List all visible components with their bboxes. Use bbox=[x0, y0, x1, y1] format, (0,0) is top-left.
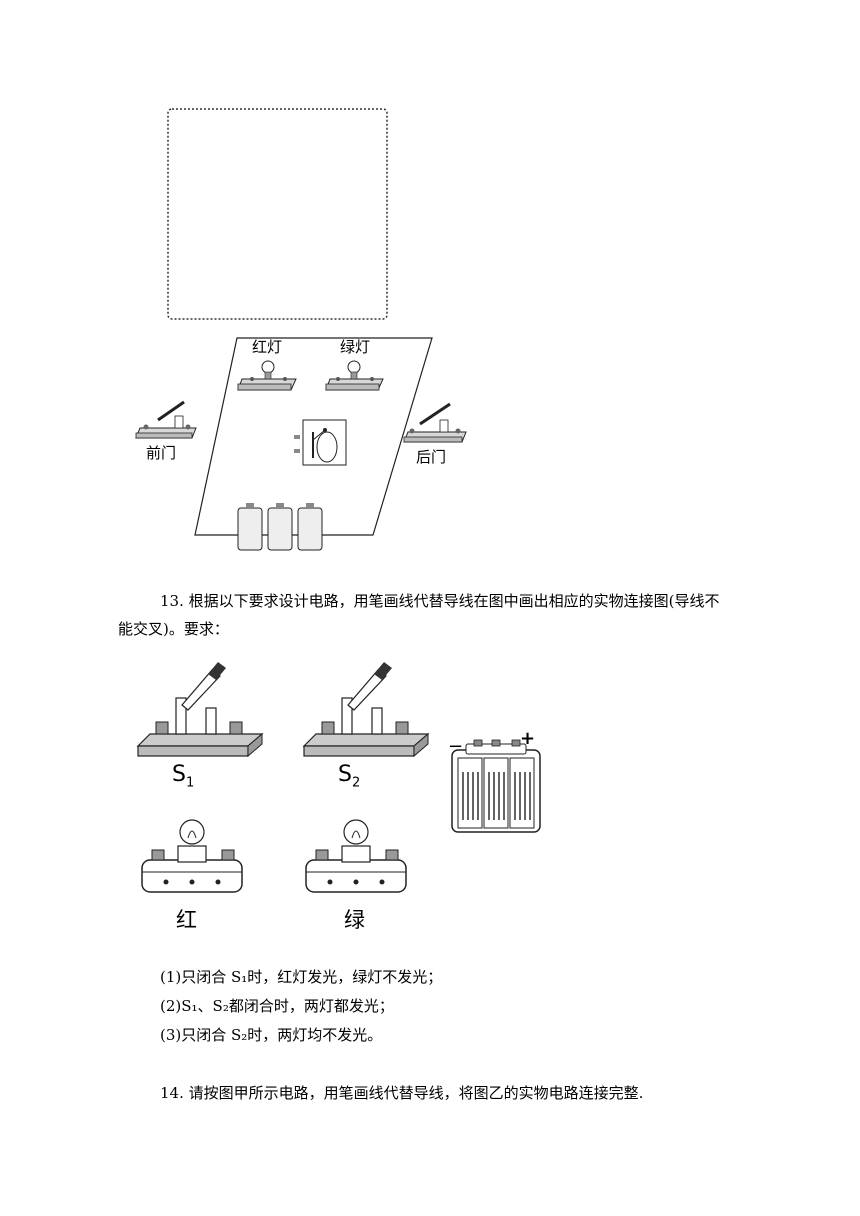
green-lamp-holder bbox=[325, 360, 384, 391]
lamp-red bbox=[141, 819, 243, 893]
q13-req1: (1)只闭合 S₁时，红灯发光，绿灯不发光； bbox=[160, 968, 443, 986]
figure-q13-components bbox=[136, 662, 541, 893]
battery-minus-label: − bbox=[448, 736, 464, 757]
front-door-label: 前门 bbox=[146, 444, 177, 462]
q13-req2: (2)S₁、S₂都闭合时，两灯都发光； bbox=[160, 997, 394, 1015]
label-s2: S2 bbox=[338, 762, 361, 791]
lamp-green-label: 绿 bbox=[344, 908, 365, 932]
electric-bell bbox=[294, 419, 347, 466]
board-outline bbox=[194, 337, 433, 536]
red-lamp-holder bbox=[237, 360, 297, 391]
switch-s2 bbox=[302, 662, 430, 758]
battery-plus-label: + bbox=[520, 728, 536, 749]
q14-text-line1: 14. 请按图甲所示电路，用笔画线代替导线，将图乙的实物电路连接完整. bbox=[160, 1084, 644, 1102]
back-door-switch bbox=[403, 402, 467, 443]
lamp-red-label: 红 bbox=[176, 908, 197, 932]
red-lamp-label: 红灯 bbox=[252, 338, 283, 356]
back-door-label: 后门 bbox=[416, 448, 447, 466]
figure-door-circuit bbox=[135, 108, 467, 551]
front-door-switch bbox=[135, 400, 197, 439]
label-s1: S1 bbox=[172, 762, 195, 791]
q13-text-line2: 能交叉)。要求： bbox=[118, 620, 229, 638]
green-lamp-label: 绿灯 bbox=[340, 338, 371, 356]
q13-req3: (3)只闭合 S₂时，两灯均不发光。 bbox=[160, 1026, 383, 1044]
dotted-answer-box bbox=[167, 108, 388, 320]
battery-pack bbox=[451, 739, 541, 833]
q13-text-line1: 13. 根据以下要求设计电路，用笔画线代替导线在图中画出相应的实物连接图(导线不 bbox=[160, 592, 720, 610]
switch-s1 bbox=[136, 662, 264, 758]
battery-cells bbox=[237, 503, 323, 551]
lamp-green bbox=[305, 819, 407, 893]
